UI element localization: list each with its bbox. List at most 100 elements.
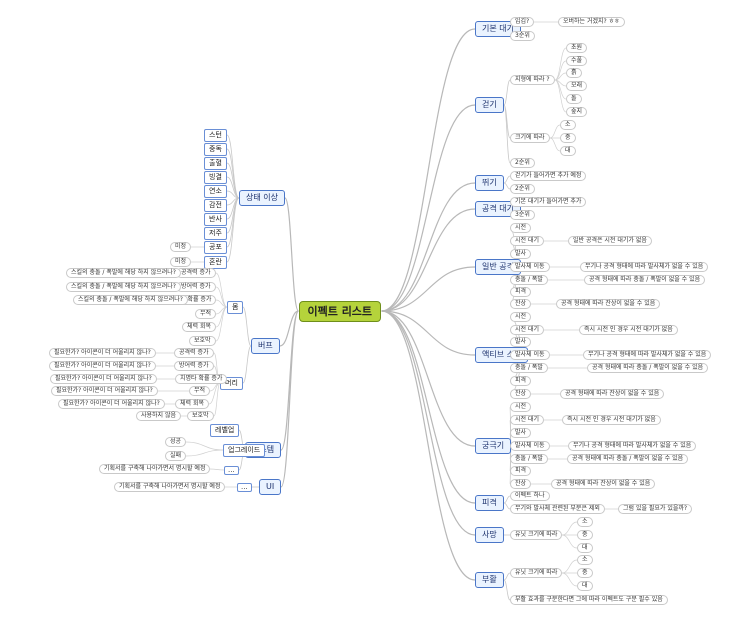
branch-right-9-item-0-2[interactable]: 대 <box>577 581 593 591</box>
branch-right-2-item-1[interactable]: 2순위 <box>510 184 535 194</box>
branch-left-1-item-0-3[interactable]: 무적 <box>195 309 217 319</box>
branch-left-1-item-1-0[interactable]: 공격력 증가 <box>174 348 214 358</box>
branch-left-0-item-9-0[interactable]: 미정 <box>170 257 192 267</box>
branch-left-0-item-8[interactable]: 공포 <box>204 240 227 254</box>
branch-left-1-item-1-5[interactable]: 보호막 <box>187 411 214 421</box>
branch-left-1-item-0[interactable]: 몸 <box>227 300 244 314</box>
branch-left-1-item-1-1-0[interactable]: 필요한가? 아이콘이 더 어울리지 않나? <box>49 361 156 371</box>
branch-left-0-item-4[interactable]: 연소 <box>204 184 227 198</box>
branch-right-1-item-1-1[interactable]: 중 <box>560 133 576 143</box>
branch-right-6-item-1[interactable]: 시전 대기 <box>510 415 544 425</box>
branch-right-0-item-1[interactable]: 3순위 <box>510 31 535 41</box>
branch-right-5-item-2[interactable]: 발사 <box>510 337 532 347</box>
branch-right-6-item-6[interactable]: 잔상 <box>510 479 532 489</box>
branch-right-4-item-4-0[interactable]: 공격 형태에 따라 충돌 / 폭발이 없을 수 있음 <box>584 275 706 285</box>
branch-right-6-item-3-0[interactable]: 무기나 공격 형태에 따라 발사체가 없을 수 있음 <box>568 441 697 451</box>
branch-left-0-item-1[interactable]: 중독 <box>204 142 227 156</box>
branch-right-1-item-1[interactable]: 크기에 따라 <box>510 133 550 143</box>
branch-right-4-item-3-0[interactable]: 무기나 공격 형태에 따라 발사체가 없을 수 있음 <box>580 262 709 272</box>
branch-left-1-item-1-4[interactable]: 체력 회복 <box>175 399 209 409</box>
branch-right-9-item-0-0[interactable]: 소 <box>577 555 593 565</box>
branch-right-5-item-0[interactable]: 시전 <box>510 312 532 322</box>
branch-right-5-item-6-0[interactable]: 공격 형태에 따라 잔상이 없을 수 있음 <box>560 389 665 399</box>
branch-right-4-item-0[interactable]: 시전 <box>510 223 532 233</box>
branch-left-2-item-1-1[interactable]: 실패 <box>165 451 187 461</box>
branch-right-6-item-6-0[interactable]: 공격 형태에 따라 잔상이 없을 수 있음 <box>551 479 656 489</box>
branch-right-9-item-0[interactable]: 유닛 크기에 따라 <box>510 568 563 578</box>
branch-right-5-item-3-0[interactable]: 무기나 공격 형태에 따라 발사체가 없을 수 있음 <box>583 350 712 360</box>
branch-right-8[interactable]: 사망 <box>475 527 504 543</box>
branch-left-0-item-5[interactable]: 감전 <box>204 198 227 212</box>
branch-right-5-item-4[interactable]: 충돌 / 폭발 <box>510 363 548 373</box>
branch-left-0-item-3[interactable]: 빙결 <box>204 170 227 184</box>
branch-right-5-item-1[interactable]: 시전 대기 <box>510 325 544 335</box>
branch-left-0-item-9[interactable]: 혼란 <box>204 255 227 269</box>
branch-left-1-item-0-5[interactable]: 보호막 <box>189 336 216 346</box>
branch-left-1-item-0-2-0[interactable]: 스킬의 충돌 / 폭발에 해당 하지 않으려나? <box>73 295 188 305</box>
branch-right-8-item-0[interactable]: 유닛 크기에 따라 <box>510 530 563 540</box>
branch-right-1-item-1-0[interactable]: 소 <box>560 120 576 130</box>
branch-right-2-item-0[interactable]: 걷기가 들어가면 추가 예정 <box>510 171 587 181</box>
branch-right-8-item-0-0[interactable]: 소 <box>577 517 593 527</box>
branch-left-1-item-0-1-0[interactable]: 스킬의 충돌 / 폭발에 해당 하지 않으려나? <box>66 282 181 292</box>
branch-right-6-item-5[interactable]: 피격 <box>510 466 532 476</box>
branch-left-0-item-2[interactable]: 출혈 <box>204 156 227 170</box>
branch-right-1-item-2[interactable]: 2순위 <box>510 158 535 168</box>
branch-right-0[interactable]: 기본 대기 <box>475 21 521 37</box>
root-node[interactable]: 이펙트 리스트 <box>298 300 382 322</box>
branch-right-3-item-0[interactable]: 기본 대기가 들어가면 추가 <box>510 197 587 207</box>
branch-left-3[interactable]: UI <box>259 479 282 495</box>
branch-left-1-item-1-2[interactable]: 치명타 확률 증가 <box>175 374 228 384</box>
branch-right-1-item-0-0[interactable]: 초원 <box>566 43 588 53</box>
branch-left-2-item-1[interactable]: 업그레이드 <box>223 443 266 457</box>
branch-right-9-item-0-1[interactable]: 중 <box>577 568 593 578</box>
branch-left-0-item-6[interactable]: 반사 <box>204 212 227 226</box>
branch-right-1-item-0-4[interactable]: 돌 <box>566 94 582 104</box>
branch-left-1-item-0-4[interactable]: 체력 회복 <box>182 322 216 332</box>
branch-right-5-item-3[interactable]: 발사체 이동 <box>510 350 550 360</box>
branch-right-3-item-1[interactable]: 3순위 <box>510 210 535 220</box>
branch-right-6[interactable]: 궁극기 <box>475 438 512 454</box>
branch-left-1-item-1-3-0[interactable]: 필요한가? 아이콘이 더 어울리지 않나? <box>51 386 158 396</box>
branch-right-5-item-1-0[interactable]: 즉시 시전 인 경우 시전 대기가 없음 <box>579 325 678 335</box>
branch-left-1-item-1-0-0[interactable]: 필요한가? 아이콘이 더 어울리지 않나? <box>49 348 156 358</box>
branch-right-4-item-3[interactable]: 발사체 이동 <box>510 262 550 272</box>
branch-right-1-item-0-1[interactable]: 수풀 <box>566 56 588 66</box>
branch-left-2-item-2[interactable]: ... <box>224 465 239 475</box>
branch-left-1-item-0-1[interactable]: 방어력 증가 <box>176 282 216 292</box>
branch-right-3[interactable]: 공격 대기 <box>475 201 521 217</box>
branch-right-8-item-0-2[interactable]: 대 <box>577 543 593 553</box>
branch-right-1-item-0-3[interactable]: 모래 <box>566 81 588 91</box>
branch-right-7-item-1[interactable]: 무기와 발사체 관련된 부분은 제외 <box>510 504 605 514</box>
branch-right-1[interactable]: 걷기 <box>475 97 504 113</box>
branch-right-7[interactable]: 피격 <box>475 495 504 511</box>
branch-left-1-item-0-0-0[interactable]: 스킬의 충돌 / 폭발에 해당 하지 않으려나? <box>66 268 181 278</box>
branch-left-1-item-1-2-0[interactable]: 필요한가? 아이콘이 더 어울리지 않나? <box>50 374 157 384</box>
branch-right-4-item-5[interactable]: 피격 <box>510 287 532 297</box>
branch-right-1-item-0-2[interactable]: 흙 <box>566 68 582 78</box>
branch-left-2-item-0[interactable]: 레벨업 <box>210 423 240 437</box>
branch-left-1-item-1-4-0[interactable]: 필요한가? 아이콘이 더 어울리지 않나? <box>58 399 165 409</box>
branch-left-1-item-1-5-0[interactable]: 사용하지 않음 <box>136 411 182 421</box>
branch-right-6-item-3[interactable]: 발사체 이동 <box>510 441 550 451</box>
branch-left-2-item-2-0[interactable]: 기획서를 구축해 나아가면서 명시할 예정 <box>99 464 211 474</box>
branch-right-7-item-0[interactable]: 이펙트 하나 <box>510 491 550 501</box>
branch-right-9-item-1[interactable]: 부활 효과를 구분한다면 그에 따라 이펙트도 구분 필수 있음 <box>510 595 668 605</box>
branch-right-1-item-0-5[interactable]: 숲지 <box>566 107 588 117</box>
branch-right-6-item-1-0[interactable]: 즉시 시전 인 경우 시전 대기가 없음 <box>562 415 661 425</box>
branch-right-0-item-0[interactable]: 입김? <box>510 17 535 27</box>
branch-right-1-item-1-2[interactable]: 대 <box>560 146 576 156</box>
branch-left-0-item-7[interactable]: 저주 <box>204 226 227 240</box>
branch-left-2-item-1-0[interactable]: 성공 <box>165 437 187 447</box>
branch-right-4-item-4[interactable]: 충돌 / 폭발 <box>510 275 548 285</box>
branch-right-9[interactable]: 부활 <box>475 572 504 588</box>
branch-right-4-item-6-0[interactable]: 공격 형태에 따라 잔상이 없을 수 있음 <box>556 299 661 309</box>
branch-right-6-item-4[interactable]: 충돌 / 폭발 <box>510 454 548 464</box>
branch-right-6-item-4-0[interactable]: 공격 형태에 따라 충돌 / 폭발이 없을 수 있음 <box>567 454 689 464</box>
branch-right-4-item-1-0[interactable]: 일반 공격은 시전 대기가 없음 <box>568 236 652 246</box>
branch-right-6-item-0[interactable]: 시전 <box>510 402 532 412</box>
branch-right-4-item-6[interactable]: 잔상 <box>510 299 532 309</box>
branch-right-5-item-6[interactable]: 잔상 <box>510 389 532 399</box>
branch-right-6-item-2[interactable]: 발사 <box>510 428 532 438</box>
branch-right-0-item-0-0[interactable]: 오버하는 거겠지? ㅎㅎ <box>558 17 625 27</box>
